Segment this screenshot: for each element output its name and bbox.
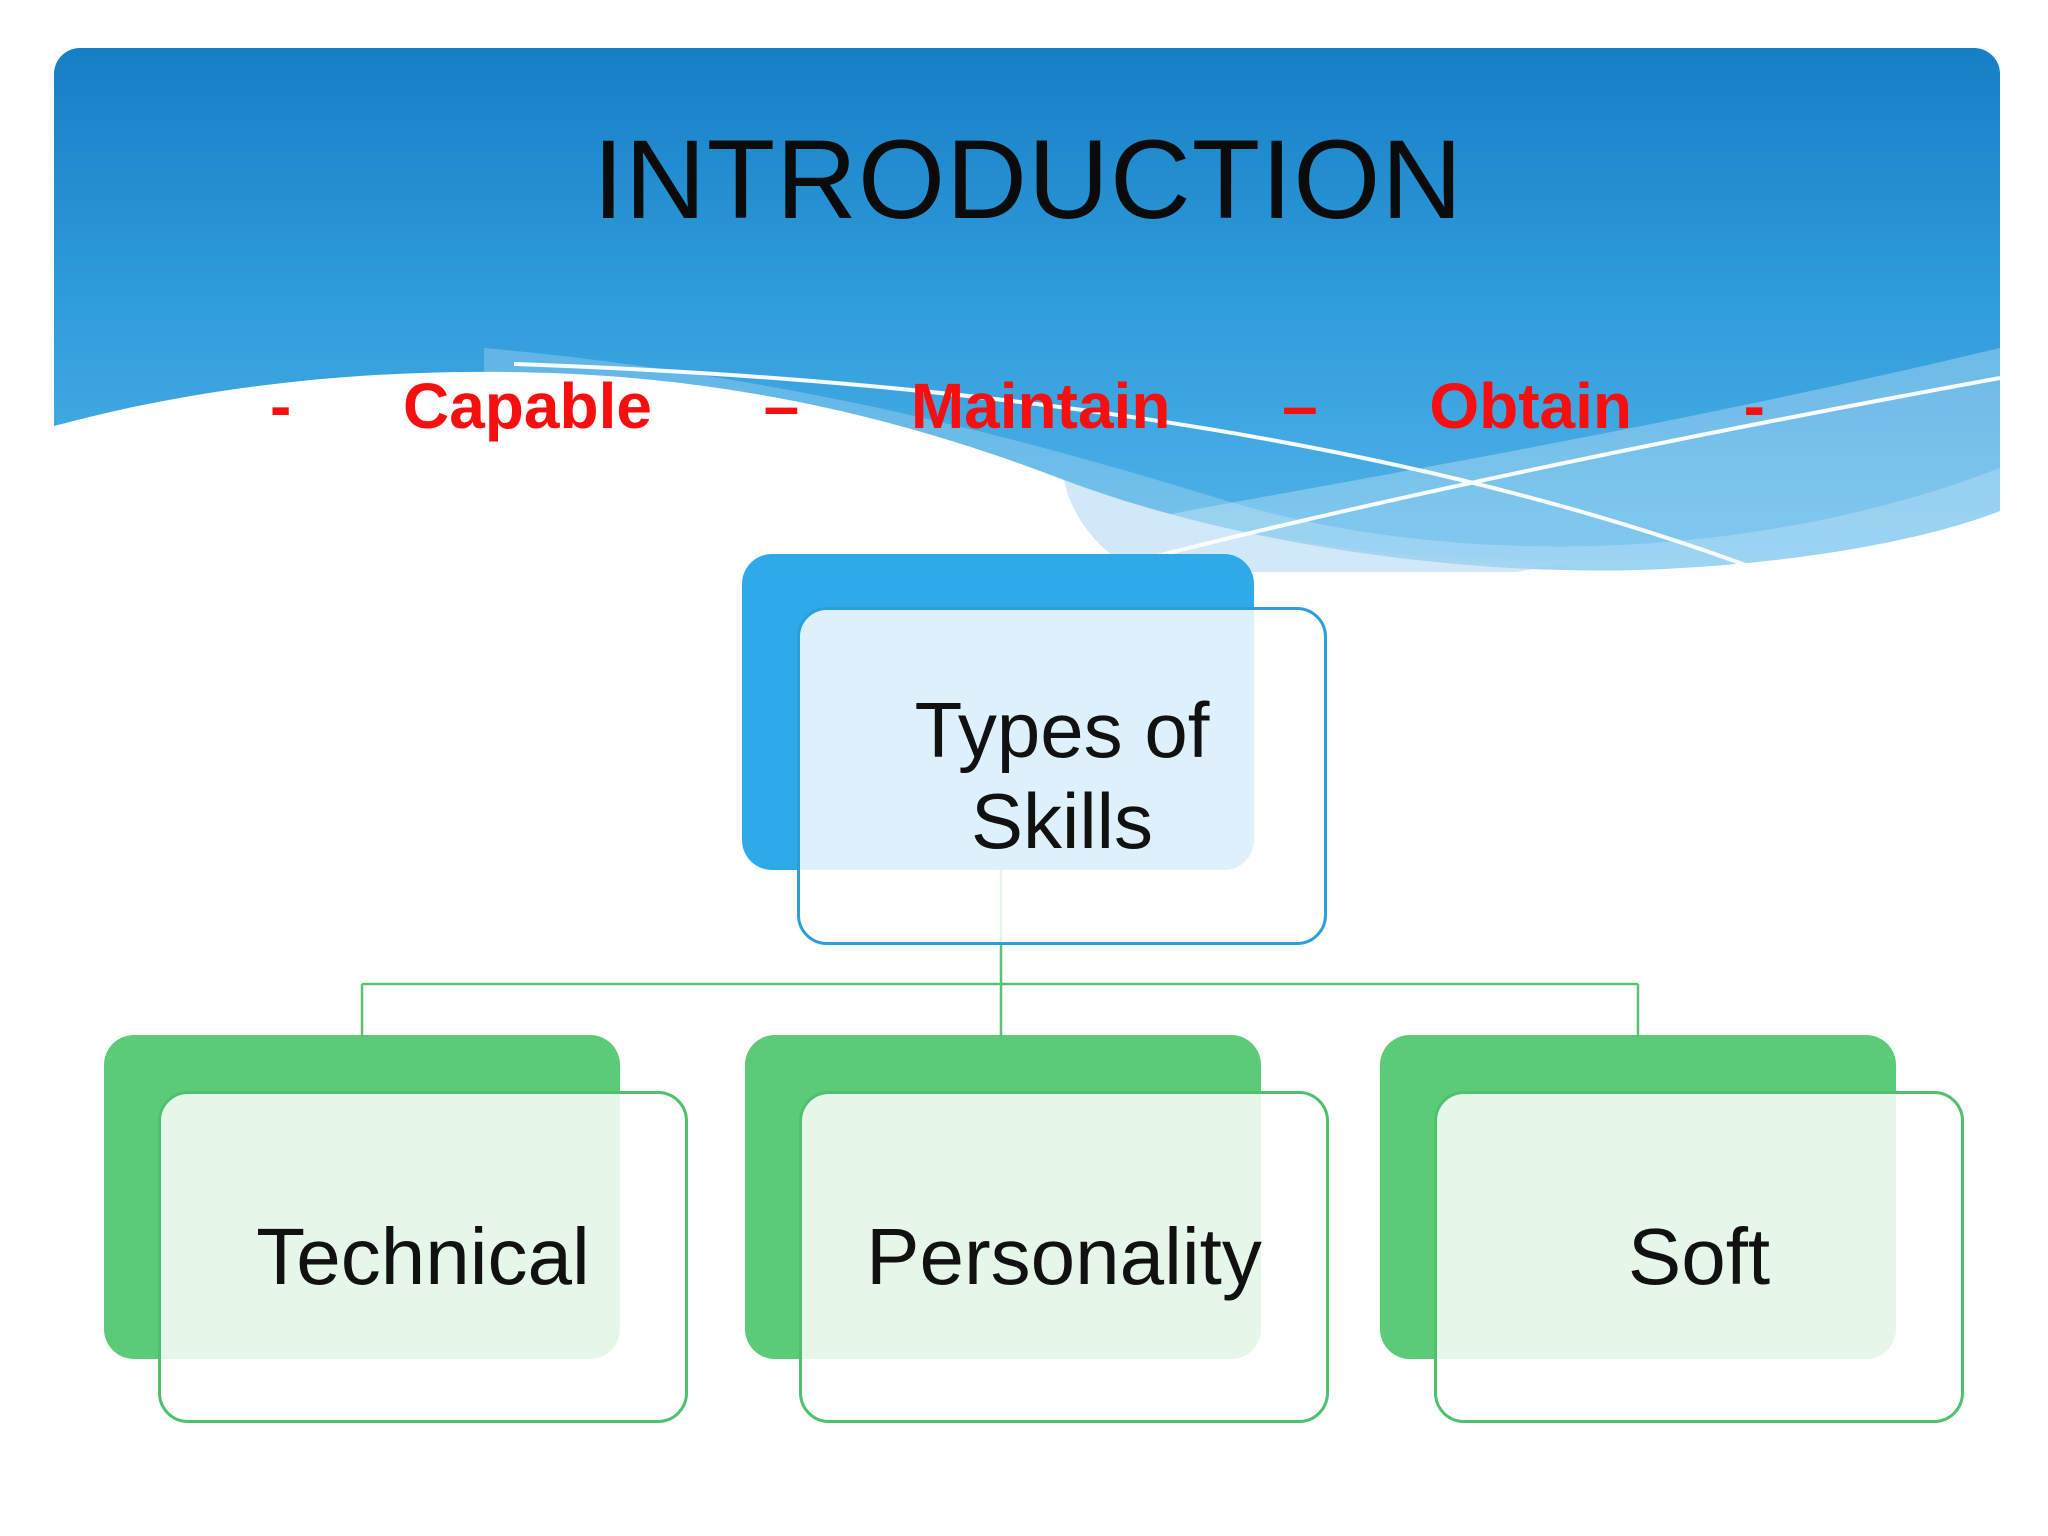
subtitle-dash-left: - — [270, 370, 292, 442]
wave-hairline-ascending — [1093, 376, 2000, 572]
subtitle-row: - Capable – Maintain – Obtain - — [270, 368, 1765, 444]
wave-white-fill — [54, 371, 2000, 572]
subtitle-dash-mid1: – — [763, 370, 800, 442]
header-banner — [54, 48, 2000, 572]
personality-node-label: Personality — [866, 1212, 1262, 1301]
personality-node-card: Personality — [799, 1091, 1329, 1423]
subtitle-word-obtain: Obtain — [1429, 370, 1632, 442]
root-node-card: Types of Skills — [797, 607, 1327, 945]
subtitle-dash-mid2: – — [1282, 370, 1318, 442]
soft-node-card: Soft — [1434, 1091, 1964, 1423]
subtitle-word-maintain: Maintain — [910, 370, 1171, 442]
technical-node-card: Technical — [158, 1091, 688, 1423]
subtitle-word-capable: Capable — [402, 370, 652, 442]
slide-title: INTRODUCTION — [592, 117, 1464, 242]
wave-hairline-descending — [513, 362, 1855, 572]
subtitle-dash-right: - — [1743, 370, 1765, 442]
root-node-label: Types of Skills — [914, 685, 1210, 865]
soft-node-label: Soft — [1627, 1212, 1771, 1301]
technical-node-label: Technical — [256, 1212, 590, 1301]
